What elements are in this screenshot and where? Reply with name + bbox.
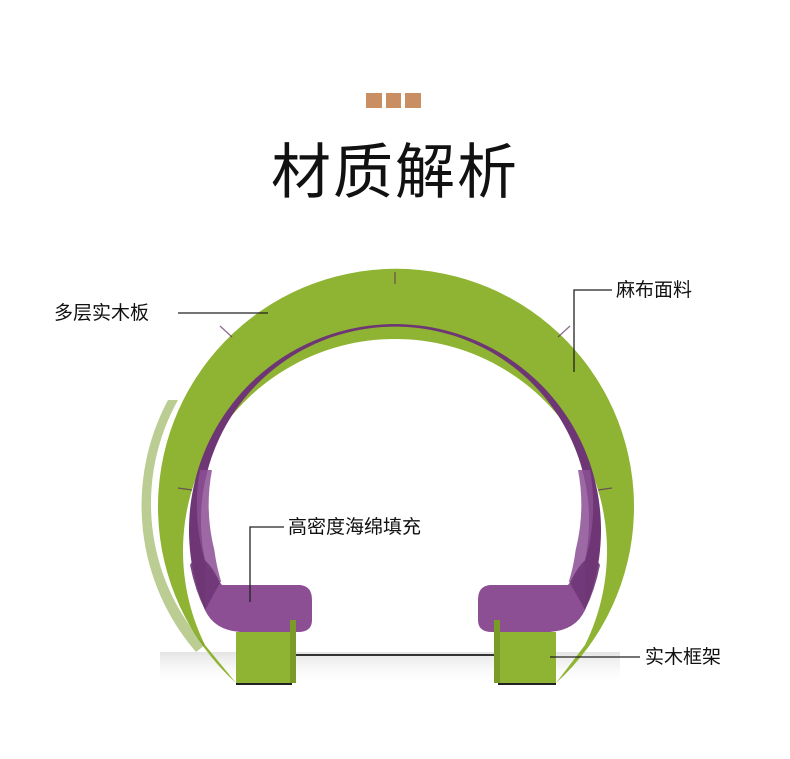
callout-frame: 实木框架 <box>645 646 722 668</box>
deco-block-left <box>366 93 382 108</box>
opening <box>212 345 577 600</box>
right-frame-notch <box>494 620 500 683</box>
deco-block-right <box>405 93 421 108</box>
left-frame-notch <box>290 620 296 683</box>
deco-block-middle <box>386 93 401 108</box>
leader-lines <box>178 289 640 658</box>
page-title: 材质解析 <box>271 138 519 208</box>
callout-plywood: 多层实木板 <box>54 302 150 324</box>
left-seat-cushion <box>205 565 312 632</box>
leader-linen <box>573 289 612 372</box>
shell-edge-shade <box>141 400 205 652</box>
outer-shell <box>158 268 635 683</box>
left-frame-block <box>236 632 290 683</box>
right-seat-cushion <box>478 565 585 632</box>
left-backrest <box>190 555 220 610</box>
leader-foam <box>249 526 284 602</box>
callout-linen: 麻布面料 <box>616 279 693 301</box>
callout-foam: 高密度海绵填充 <box>288 516 422 538</box>
right-frame-block <box>500 632 556 683</box>
right-backrest <box>570 555 600 610</box>
lining-highlight-right <box>565 470 594 585</box>
lining-highlight <box>196 470 225 585</box>
decorative-blocks <box>366 93 421 108</box>
segment-seams <box>177 272 613 491</box>
